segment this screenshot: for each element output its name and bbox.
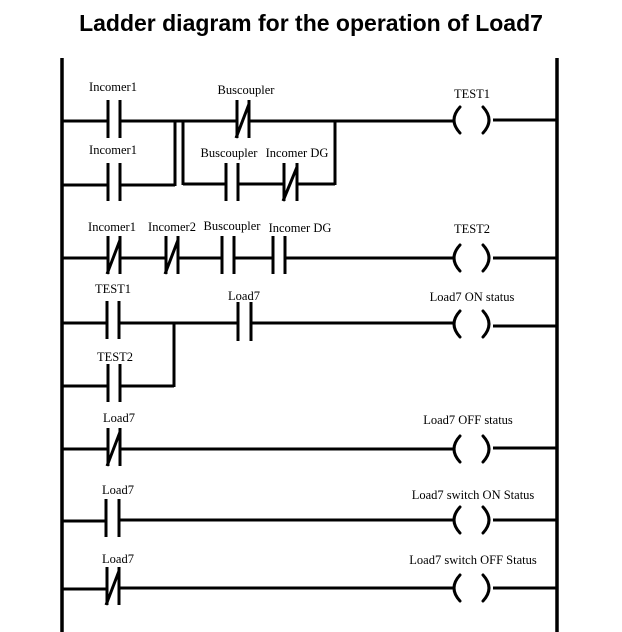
branch-contact-buscoupler-no: Buscoupler (201, 146, 259, 201)
rung-5: Load7 Load7 switch ON Status (62, 483, 557, 537)
contact-label: Incomer1 (89, 80, 137, 94)
contact-incomer1-nc: Incomer1 (88, 220, 136, 275)
coil-load7-switch-on-status: Load7 switch ON Status (412, 488, 535, 535)
contact-label: Load7 (102, 552, 134, 566)
contact-label: TEST1 (95, 282, 131, 296)
coil-test2: TEST2 (452, 222, 491, 273)
rung-4: Load7 Load7 OFF status (62, 411, 557, 467)
coil-load7-off-status: Load7 OFF status (423, 413, 513, 464)
contact-label: Incomer DG (266, 146, 329, 160)
contact-test1-no: TEST1 (95, 282, 131, 339)
contact-buscoupler-no: Buscoupler (204, 219, 262, 274)
contact-load7-no-2: Load7 (102, 483, 134, 537)
branch-contact-incomer-dg-nc: Incomer DG (266, 146, 329, 202)
diagram-title: Ladder diagram for the operation of Load… (79, 10, 543, 36)
rung-3: TEST1 Load7 Load7 ON status TEST2 (62, 282, 557, 402)
rung-6: Load7 Load7 switch OFF Status (62, 552, 557, 606)
rung-2: Incomer1 Incomer2 Buscoupler Incomer DG … (62, 219, 557, 275)
contact-label: Load7 (102, 483, 134, 497)
contact-label: Buscoupler (218, 83, 276, 97)
branch-contact-test2-no: TEST2 (97, 350, 133, 402)
contact-label: Incomer1 (88, 220, 136, 234)
coil-load7-on-status: Load7 ON status (430, 290, 515, 339)
coil-label: Load7 switch ON Status (412, 488, 535, 502)
contact-label: Load7 (228, 289, 260, 303)
contact-label: Incomer1 (89, 143, 137, 157)
coil-label: TEST1 (454, 87, 490, 101)
coil-label: Load7 OFF status (423, 413, 513, 427)
coil-load7-switch-off-status: Load7 switch OFF Status (409, 553, 537, 603)
contact-label: Incomer DG (269, 221, 332, 235)
contact-label: Load7 (103, 411, 135, 425)
coil-label: Load7 switch OFF Status (409, 553, 537, 567)
contact-label: TEST2 (97, 350, 133, 364)
contact-load7-nc: Load7 (103, 411, 135, 467)
rung-1: Incomer1 Buscoupler TEST1 Incomer1 Busco… (62, 80, 557, 202)
contact-load7-nc-2: Load7 (102, 552, 134, 606)
coil-label: Load7 ON status (430, 290, 515, 304)
coil-test1: TEST1 (452, 87, 491, 135)
contact-incomer2-nc: Incomer2 (148, 220, 196, 275)
contact-incomer-dg-no: Incomer DG (269, 221, 332, 274)
contact-incomer1-no: Incomer1 (89, 80, 137, 138)
contact-label: Incomer2 (148, 220, 196, 234)
contact-load7-no: Load7 (228, 289, 260, 341)
contact-buscoupler-nc: Buscoupler (218, 83, 276, 139)
contact-label: Buscoupler (201, 146, 259, 160)
coil-label: TEST2 (454, 222, 490, 236)
contact-label: Buscoupler (204, 219, 262, 233)
branch-contact-incomer1-no: Incomer1 (89, 143, 137, 201)
